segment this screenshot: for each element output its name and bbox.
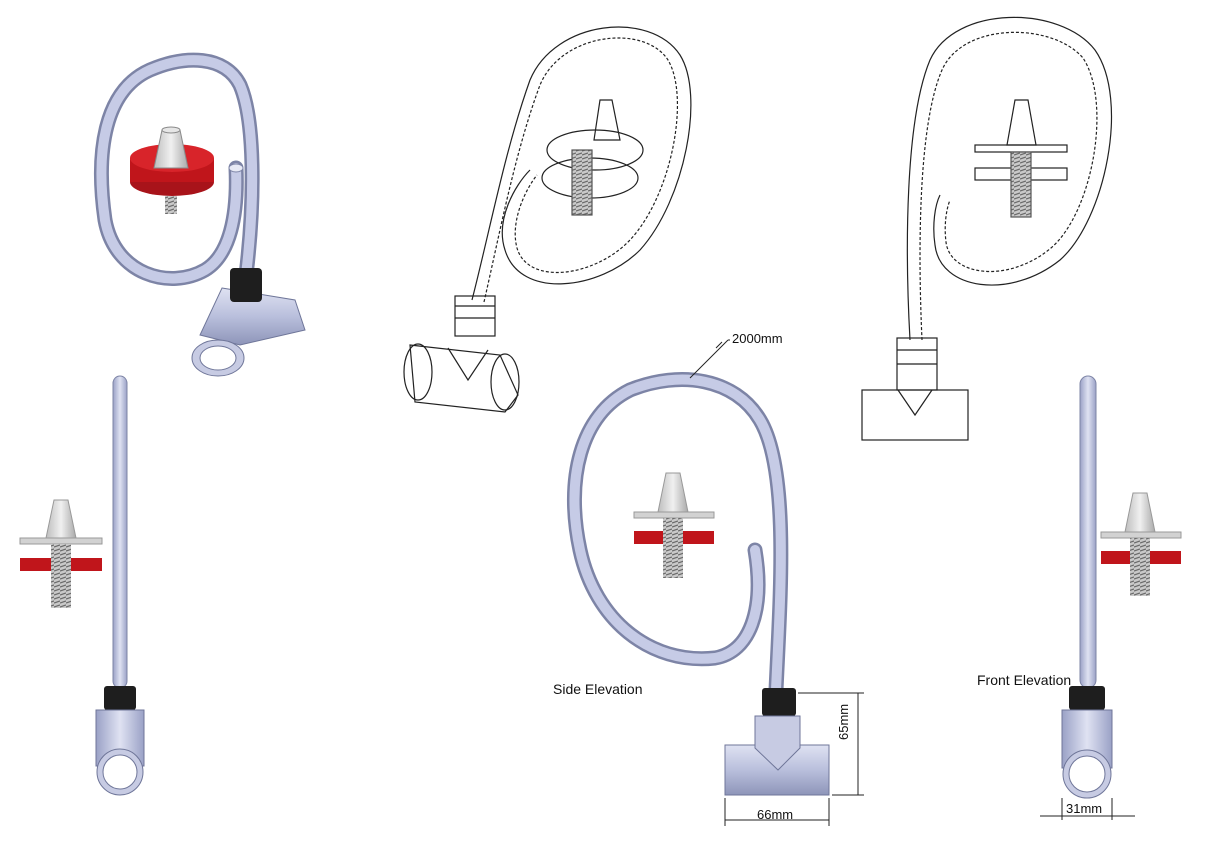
front-elevation-label: Front Elevation [977,672,1072,688]
hose-outline [471,26,692,301]
washer [633,511,715,519]
left-elevation-view [19,375,145,796]
compression-nut [104,686,136,710]
front-elevation-view [1040,375,1182,820]
tee-fitting [199,287,306,346]
dimension-66 [724,798,830,826]
dimension-31 [1040,798,1135,820]
compression-nut [1069,686,1105,710]
nozzle-cone [45,499,77,539]
nut-outline [454,295,496,337]
nozzle-cone [1124,492,1156,533]
nozzle-cone [657,472,689,513]
side-elevation-label: Side Elevation [553,681,643,697]
compression-nut [762,688,796,716]
washer-outline [974,144,1068,153]
orthographic-line-view [861,16,1113,441]
tee-height-dimension: 65mm [836,703,851,740]
leader-line [689,339,729,379]
tee-width-dimension: 66mm [757,807,794,822]
washer [1100,531,1182,539]
tee-depth-dimension: 31mm [1066,801,1103,816]
threaded-stud [663,518,683,578]
washer [19,537,103,545]
hose-length-dimension: 2000mm [732,331,783,346]
hose [1079,375,1097,689]
hose [112,375,128,689]
side-elevation-view [567,339,864,826]
hose-outline [906,16,1113,341]
isometric-shaded-view [93,52,306,377]
compression-nut [230,268,262,302]
threaded-stud [51,544,71,608]
dimension-65 [798,692,864,796]
tee-outline [409,344,519,413]
nozzle-cone [153,129,189,169]
isometric-line-view [403,26,692,413]
cone-outline [1006,99,1037,146]
hose-end [228,163,244,173]
threaded-stud [1130,538,1150,596]
